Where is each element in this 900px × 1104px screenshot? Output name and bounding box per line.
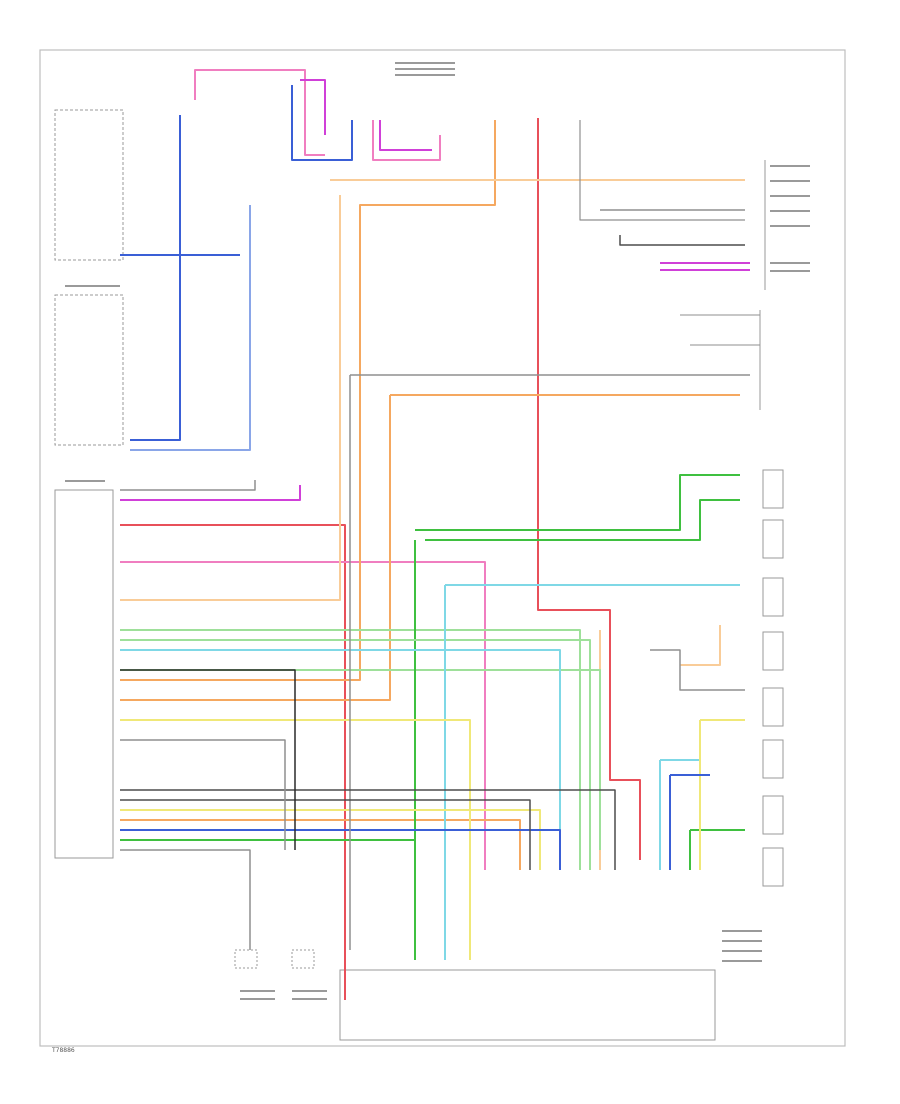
wire-yellow-2: [120, 809, 541, 870]
speaker-rf-tweeter: [762, 469, 784, 509]
wire-gray-5: [120, 209, 745, 491]
wire-blue-5: [669, 774, 710, 870]
wire-gray-3: [120, 849, 251, 950]
wire-black-1: [120, 669, 296, 850]
diagram-code: T78886: [51, 1047, 75, 1054]
wire-magenta-3: [660, 262, 750, 271]
wire-green-1: [415, 474, 740, 531]
components: [54, 109, 784, 1041]
ground-connector-right: [291, 949, 315, 969]
speaker-rr: [762, 739, 784, 779]
wire-green-4: [689, 829, 745, 870]
speaker-lf-door: [762, 631, 784, 671]
wire-green-2: [425, 499, 740, 541]
wire-pink-2: [372, 120, 441, 161]
wire-blue-4: [120, 829, 561, 870]
wire-cyan-2: [659, 759, 700, 870]
wire-cyan-1: [444, 584, 740, 960]
wire-gray-7: [579, 120, 745, 221]
amplifier-module: [339, 969, 716, 1041]
wire-gray-1: [349, 374, 750, 950]
wire-lightblue-1: [130, 205, 251, 451]
wire-pink-4: [120, 485, 301, 501]
wire-gray-8: [680, 314, 760, 346]
wire-orange-3: [120, 819, 521, 870]
wire-pink-3: [120, 561, 486, 870]
wires: [120, 69, 760, 1000]
speaker-lf-tweeter: [762, 577, 784, 617]
wire-yellow-3: [699, 719, 745, 870]
speaker-rf-door: [762, 519, 784, 559]
wire-green-3: [120, 839, 416, 960]
wire-orange-1: [120, 120, 496, 681]
wire-red-main: [537, 118, 641, 860]
wire-cyan-3: [120, 649, 561, 870]
wire-magenta-1: [300, 79, 326, 135]
wire-pink-1: [194, 69, 325, 156]
wire-orange-2: [120, 394, 740, 701]
wire-magenta-2: [379, 120, 432, 151]
wire-blue-1: [130, 115, 181, 441]
speaker-lr: [762, 687, 784, 727]
wire-gray-4: [650, 649, 745, 691]
wire-yellow-1: [120, 719, 471, 960]
wire-lightgreen-3: [120, 639, 591, 870]
steering-wheel-switch-lower: [54, 294, 124, 446]
speaker-sub-left: [762, 795, 784, 835]
radio-module: [54, 489, 114, 859]
wire-darkgray-2: [120, 799, 531, 870]
fine-print-marks: [65, 62, 810, 1000]
ground-connector-left: [234, 949, 258, 969]
wire-gray-2: [120, 739, 286, 850]
steering-wheel-switch-upper: [54, 109, 124, 261]
diagram-frame: [39, 49, 846, 1047]
wire-lightgreen-2: [120, 669, 601, 850]
wire-gray-6: [619, 235, 745, 246]
speaker-sub-right: [762, 847, 784, 887]
wire-lightorange-2: [120, 195, 341, 601]
wire-red-2: [120, 524, 346, 1000]
wire-blue-2: [291, 85, 353, 161]
